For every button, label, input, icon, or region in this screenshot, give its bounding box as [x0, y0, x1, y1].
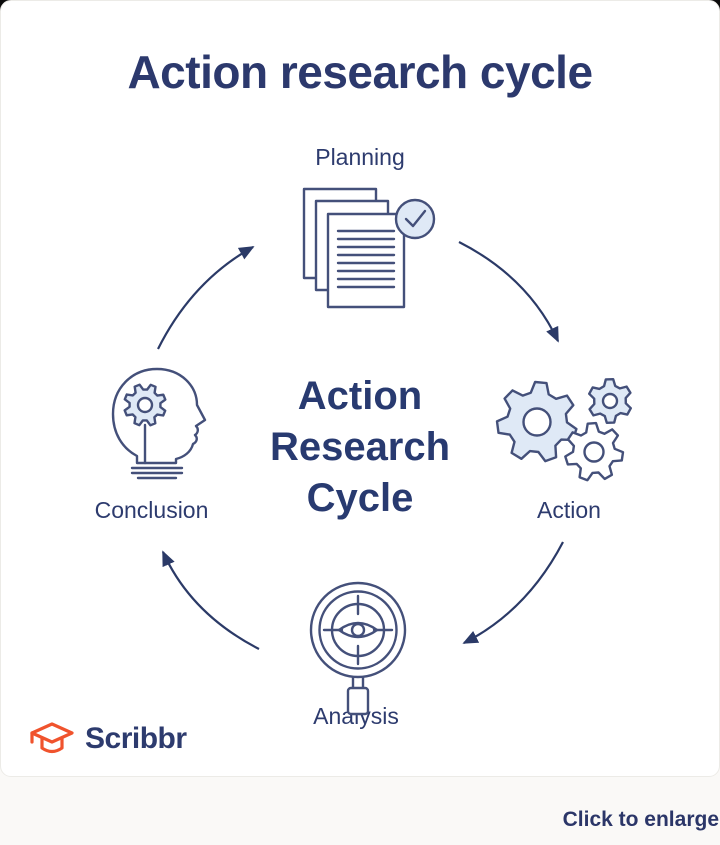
diagram-stage: Action research cycle Planning	[1, 1, 719, 776]
arrow-analysis-to-conclusion	[161, 550, 260, 650]
head-gear-icon	[111, 367, 207, 480]
cycle-arrows	[157, 241, 564, 650]
node-label-action: Action	[537, 497, 601, 523]
cycle-center-title: Action Research Cycle	[1, 371, 719, 524]
magnifier-eye-icon	[309, 581, 407, 716]
center-line-1: Action	[297, 374, 423, 418]
documents-check-icon	[302, 187, 436, 309]
arrow-action-to-analysis	[462, 541, 564, 644]
gears-icon	[495, 378, 632, 482]
center-line-2: Research	[269, 425, 451, 469]
center-line-3: Cycle	[306, 476, 414, 520]
graduation-cap-icon	[30, 722, 74, 754]
infographic-card[interactable]: Action research cycle Planning	[0, 0, 720, 777]
arrow-conclusion-to-planning	[157, 246, 255, 350]
arrow-planning-to-action	[458, 241, 559, 343]
scribbr-logo-text: Scribbr	[85, 722, 187, 755]
node-label-conclusion: Conclusion	[94, 497, 209, 523]
page-title: Action research cycle	[127, 46, 593, 98]
click-to-enlarge-hint[interactable]: Click to enlarge	[562, 808, 719, 831]
node-label-planning: Planning	[315, 144, 405, 170]
scribbr-logo[interactable]: Scribbr	[29, 717, 187, 761]
